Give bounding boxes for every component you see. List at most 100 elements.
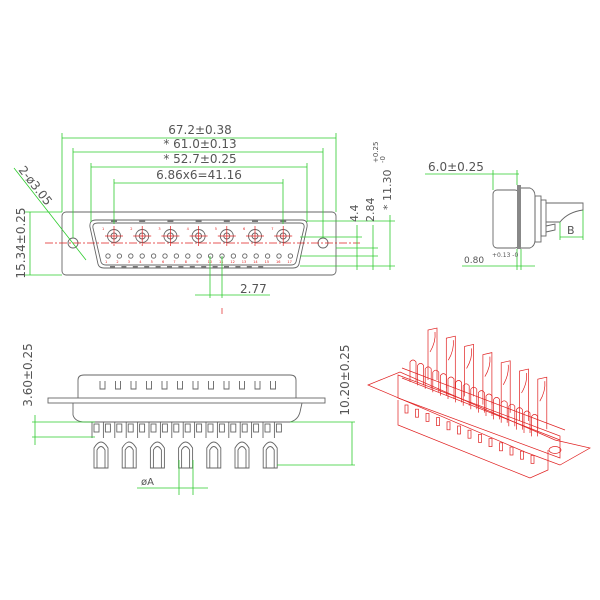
iso-flange xyxy=(367,371,591,466)
signal-pin-stub xyxy=(241,423,248,433)
shell-slot xyxy=(239,381,245,390)
pin-number: 2 xyxy=(116,260,118,264)
side-view: 6.0±0.25 0.80 +0.13 -0 B xyxy=(425,160,584,270)
dim-mount-holes: 2-ø3.05 xyxy=(16,163,55,208)
signal-pin xyxy=(150,253,157,259)
dim-contact-pitch: 6.86x6=41.16 xyxy=(156,168,242,182)
pin-number: 13 xyxy=(242,260,246,264)
signal-pin xyxy=(128,253,134,259)
power-contact-tail xyxy=(262,441,278,469)
signal-pin-stub xyxy=(207,423,214,433)
isometric-view xyxy=(367,327,591,479)
signal-pin-stub xyxy=(173,423,180,433)
side-body xyxy=(492,189,520,249)
iso-slot xyxy=(457,425,461,435)
shell-slot xyxy=(115,381,121,390)
dim-pin-stub: 3.60±0.25 xyxy=(21,343,35,407)
iso-power-contact xyxy=(464,343,474,397)
power-contact-tail xyxy=(93,441,109,469)
iso-slot xyxy=(478,434,482,443)
pin-number: 4 xyxy=(139,260,142,264)
signal-pin xyxy=(276,253,282,259)
dim-overall-width: 67.2±0.38 xyxy=(168,123,232,137)
shell-slot xyxy=(192,381,199,390)
dim-depth: 6.0±0.25 xyxy=(428,160,484,174)
signal-pin-stub xyxy=(104,423,111,433)
signal-pin xyxy=(253,253,259,259)
power-contacts xyxy=(105,220,293,246)
iso-slot xyxy=(446,421,451,431)
pin-number: 5 xyxy=(151,260,153,264)
pin-number: 1 xyxy=(105,260,107,264)
contact-number: 1 xyxy=(102,227,104,231)
iso-power-contact xyxy=(500,360,511,413)
pin-number: 14 xyxy=(253,260,258,264)
iso-power-contact xyxy=(482,352,493,405)
signal-pin-stub xyxy=(253,423,260,433)
contact-number: 3 xyxy=(158,227,160,231)
iso-signal-pin xyxy=(417,363,424,386)
power-contact-tail xyxy=(149,441,165,469)
iso-signal-pin xyxy=(523,410,531,433)
iso-signal-pin xyxy=(493,397,500,420)
shell-slot xyxy=(254,381,261,390)
iso-signal-pin xyxy=(432,369,440,393)
signal-pin-stub xyxy=(93,423,100,433)
pin-number: 11 xyxy=(219,260,223,264)
signal-pin xyxy=(162,253,168,259)
signal-pin-stub xyxy=(150,423,157,433)
signal-pin-stub xyxy=(275,423,282,433)
pin-number: 3 xyxy=(128,260,130,264)
power-contact-tail xyxy=(234,441,250,469)
signal-pin xyxy=(139,253,145,259)
bottom-view: 3.60±0.25 10.20±0.25 øA xyxy=(21,343,355,495)
dim-overall-length: 10.20±0.25 xyxy=(338,344,352,415)
power-contact-tail xyxy=(206,441,222,469)
dim-flange-tol: +0.13 -0 xyxy=(492,252,518,259)
dim-shell-height-tol-lower: -0 xyxy=(379,156,387,163)
shell-slot xyxy=(208,381,214,390)
iso-signal-pin xyxy=(462,383,470,406)
dim-shell-height-tol-upper: +0.25 xyxy=(372,142,380,163)
shell-slot xyxy=(223,381,230,390)
iso-power-contact xyxy=(445,335,456,389)
shell-slot xyxy=(146,381,152,390)
iso-slot xyxy=(415,408,419,418)
signal-pin-stub xyxy=(116,423,123,433)
signal-pin-stub xyxy=(196,423,203,433)
power-contact-tail xyxy=(121,441,137,469)
iso-slot xyxy=(425,413,430,422)
iso-signal-pin xyxy=(409,359,417,382)
dim-signal-pitch: 2.77 xyxy=(240,282,267,296)
signal-pin xyxy=(105,253,111,259)
iso-slot xyxy=(530,455,535,464)
iso-slot xyxy=(509,446,514,456)
dim-contact-diameter: øA xyxy=(141,477,154,488)
dim-4-4: 4.4 xyxy=(348,205,361,223)
signal-pin xyxy=(173,253,180,259)
signal-pin xyxy=(242,253,248,259)
pin-number: 17 xyxy=(287,260,291,264)
dim-2-84: 2.84 xyxy=(364,198,377,223)
signal-pin-stub xyxy=(230,423,237,433)
signal-pin-stub xyxy=(218,423,225,433)
power-contact-tail xyxy=(178,441,194,469)
iso-power-contact xyxy=(427,327,438,380)
dim-shell-width: * 52.7±0.25 xyxy=(163,152,236,166)
dim-flange-thickness: 0.80 xyxy=(464,256,484,266)
iso-power-contact xyxy=(519,368,529,421)
signal-pin xyxy=(185,253,191,259)
pin-number: 6 xyxy=(162,260,164,264)
bottom-flange xyxy=(47,397,326,404)
side-flange xyxy=(517,185,521,249)
pin-number: 8 xyxy=(185,260,187,264)
pin-number: 7 xyxy=(173,260,175,264)
signal-pin xyxy=(116,253,123,259)
shell-slot xyxy=(270,381,276,390)
contact-number: 7 xyxy=(271,227,273,231)
flange-outline xyxy=(61,211,337,276)
signal-pin xyxy=(230,253,237,259)
iso-slot xyxy=(499,442,503,452)
